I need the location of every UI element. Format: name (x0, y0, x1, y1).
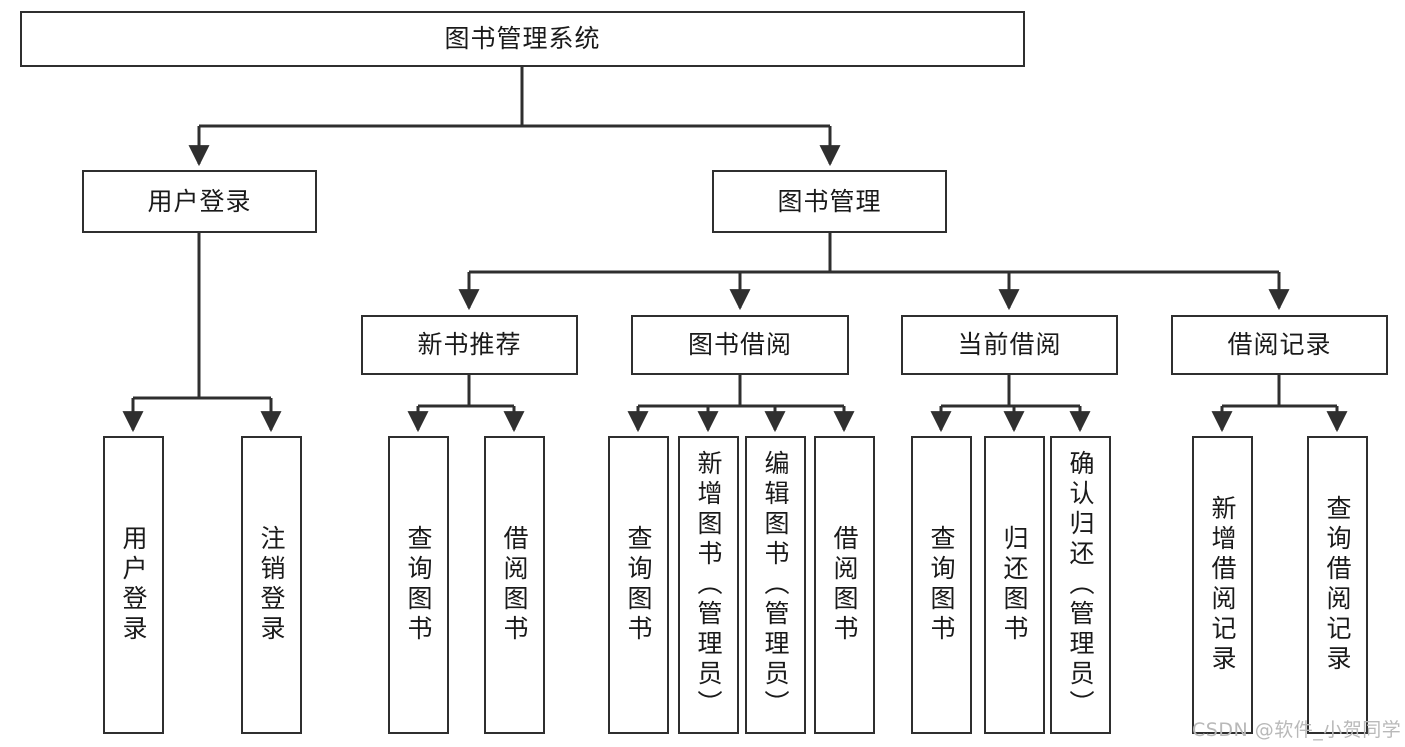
node-leaf-borrow-book-recommend-label: 借阅图书 (500, 525, 529, 645)
node-current-borrow[interactable]: 当前借阅 (901, 315, 1118, 375)
node-new-book-recommend[interactable]: 新书推荐 (361, 315, 578, 375)
node-leaf-query-book-borrow-label: 查询图书 (624, 525, 653, 645)
node-leaf-query-book-borrow[interactable]: 查询图书 (608, 436, 669, 734)
node-leaf-borrow-book-label: 借阅图书 (830, 525, 859, 645)
node-leaf-query-borrow-record-label: 查询借阅记录 (1323, 495, 1352, 675)
node-leaf-user-login-label: 用户登录 (119, 525, 148, 645)
node-book-management-label: 图书管理 (777, 186, 882, 216)
node-leaf-add-book-admin-label: 新增图书（管理员） (694, 450, 723, 720)
node-leaf-query-book-recommend[interactable]: 查询图书 (388, 436, 449, 734)
node-book-borrow-label: 图书借阅 (687, 330, 792, 360)
node-new-book-recommend-label: 新书推荐 (417, 330, 522, 360)
node-root-label: 图书管理系统 (444, 24, 601, 54)
node-leaf-add-borrow-record-label: 新增借阅记录 (1208, 495, 1237, 675)
node-leaf-edit-book-admin-label: 编辑图书（管理员） (761, 450, 790, 720)
node-leaf-query-book-recommend-label: 查询图书 (404, 525, 433, 645)
node-borrow-record-label: 借阅记录 (1227, 330, 1332, 360)
node-leaf-query-borrow-record[interactable]: 查询借阅记录 (1307, 436, 1368, 734)
node-book-borrow[interactable]: 图书借阅 (631, 315, 849, 375)
node-leaf-add-borrow-record[interactable]: 新增借阅记录 (1192, 436, 1253, 734)
node-leaf-return-book[interactable]: 归还图书 (984, 436, 1045, 734)
node-root[interactable]: 图书管理系统 (20, 11, 1025, 67)
node-leaf-confirm-return-admin[interactable]: 确认归还（管理员） (1050, 436, 1111, 734)
node-leaf-logout-login-label: 注销登录 (257, 525, 286, 645)
node-leaf-return-book-label: 归还图书 (1000, 525, 1029, 645)
node-leaf-user-login[interactable]: 用户登录 (103, 436, 164, 734)
node-user-login-label: 用户登录 (147, 186, 252, 216)
csdn-watermark: CSDN @软件_小贺同学 (1192, 719, 1402, 741)
node-leaf-confirm-return-admin-label: 确认归还（管理员） (1066, 450, 1095, 720)
node-leaf-query-book-current-label: 查询图书 (927, 525, 956, 645)
node-borrow-record[interactable]: 借阅记录 (1171, 315, 1388, 375)
node-leaf-logout-login[interactable]: 注销登录 (241, 436, 302, 734)
node-user-login[interactable]: 用户登录 (82, 170, 317, 233)
node-current-borrow-label: 当前借阅 (957, 330, 1062, 360)
node-leaf-query-book-current[interactable]: 查询图书 (911, 436, 972, 734)
node-leaf-edit-book-admin[interactable]: 编辑图书（管理员） (745, 436, 806, 734)
node-leaf-borrow-book[interactable]: 借阅图书 (814, 436, 875, 734)
node-leaf-borrow-book-recommend[interactable]: 借阅图书 (484, 436, 545, 734)
node-leaf-add-book-admin[interactable]: 新增图书（管理员） (678, 436, 739, 734)
node-book-management[interactable]: 图书管理 (712, 170, 947, 233)
